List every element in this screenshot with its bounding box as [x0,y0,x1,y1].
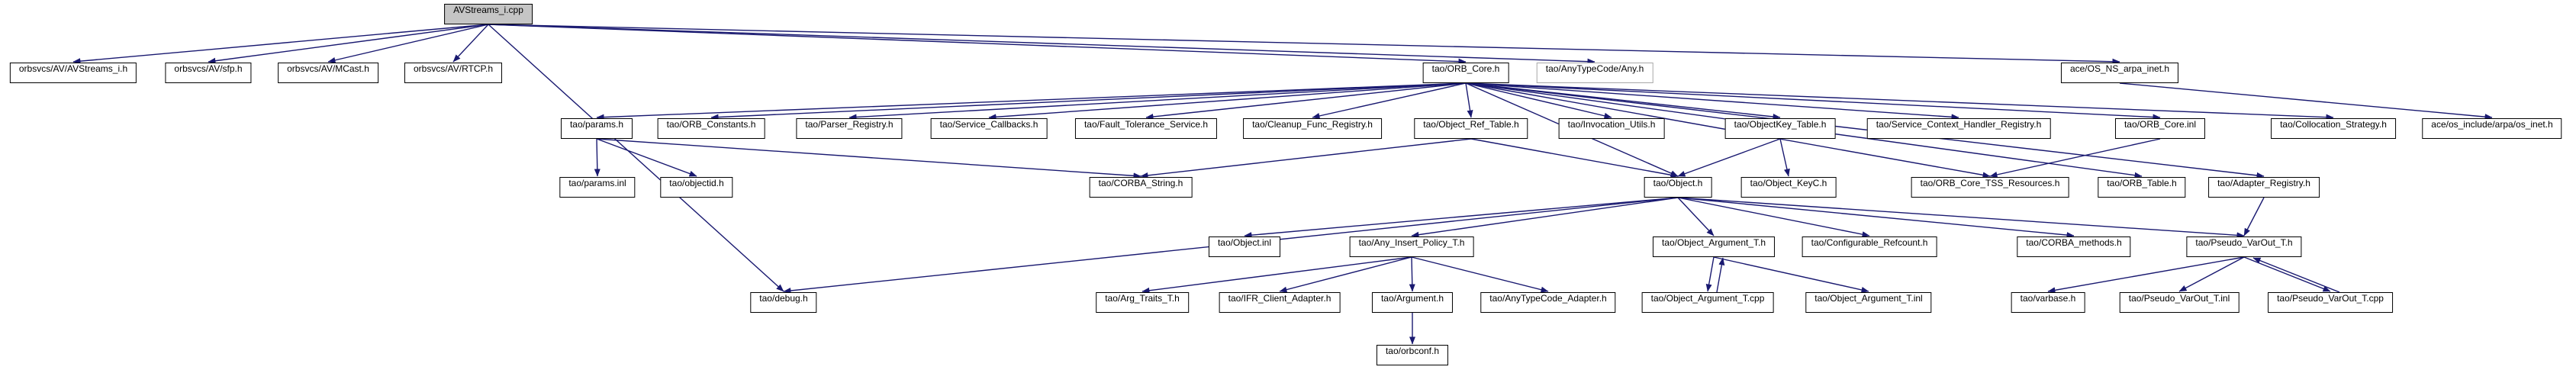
edge-orb_core_h-to-orb_core_inl [1465,82,2161,121]
graph-node-adapter_registry_h[interactable]: tao/Adapter_Registry.h [2208,177,2320,198]
graph-node-orb_core_inl[interactable]: tao/ORB_Core.inl [2114,118,2206,139]
edge-cpp-to-sfp_h [208,24,489,64]
edge-params_h-to-corba_string_h [596,138,1141,179]
graph-node-objectkey_table_h[interactable]: tao/ObjectKey_Table.h [1724,118,1836,139]
graph-node-pseudo_varout_t_inl[interactable]: tao/Pseudo_VarOut_T.inl [2119,292,2240,313]
edge-pseudo_varout_t_h-to-varbase_h [2047,256,2245,294]
edge-object_ref_table_h-to-object_h [1470,138,1679,179]
graph-node-object_h[interactable]: tao/Object.h [1644,177,1712,198]
edge-object_h-to-object_inl [1244,197,1679,239]
edge-any_insert_policy_t_h-to-arg_traits_t_h [1141,256,1412,294]
graph-node-sfp_h[interactable]: orbsvcs/AV/sfp.h [165,63,252,83]
graph-node-pseudo_varout_t_cpp[interactable]: tao/Pseudo_VarOut_T.cpp [2268,292,2393,313]
edge-orb_core_h-to-orb_constants_h [710,82,1467,121]
edge-orb_core_h-to-collocation_strategy_h [1465,82,2334,121]
graph-node-collocation_strategy_h[interactable]: tao/Collocation_Strategy.h [2271,118,2396,139]
graph-node-orb_constants_h[interactable]: tao/ORB_Constants.h [657,118,765,139]
graph-node-avstreams_i_h[interactable]: orbsvcs/AV/AVStreams_i.h [9,63,137,83]
graph-node-arg_traits_t_h[interactable]: tao/Arg_Traits_T.h [1096,292,1189,313]
edge-object_argument_t_h-to-object_argument_t_cpp [1705,256,1715,292]
graph-node-corba_methods_h[interactable]: tao/CORBA_methods.h [2017,236,2131,257]
edge-object_h-to-pseudo_varout_t_h [1677,197,2245,239]
edge-pseudo_varout_t_h-to-pseudo_varout_t_inl [2178,256,2245,292]
edge-cpp-to-os_ns_arpa_inet_h [488,24,2120,65]
edge-os_ns_arpa_inet_h-to-os_include_arpa_os_inet_h [2119,82,2493,121]
graph-node-os_ns_arpa_inet_h[interactable]: ace/OS_NS_arpa_inet.h [2060,63,2179,83]
edge-any_insert_policy_t_h-to-anytypecode_adapter_h [1411,256,1549,293]
edge-objectkey_table_h-to-object_h [1677,138,1781,177]
graph-node-fault_tolerance_service_h[interactable]: tao/Fault_Tolerance_Service.h [1074,118,1218,139]
edge-orb_core_h-to-object_ref_table_h [1465,82,1473,118]
graph-node-params_h[interactable]: tao/params.h [560,118,633,139]
graph-node-argument_h[interactable]: tao/Argument.h [1371,292,1454,313]
edge-orb_core_h-to-invocation_utils_h [1465,82,1612,119]
graph-node-service_context_handler_registry_h[interactable]: tao/Service_Context_Handler_Registry.h [1866,118,2051,139]
edge-objectkey_table_h-to-object_keyc_h [1779,138,1790,177]
graph-node-object_inl[interactable]: tao/Object.inl [1208,236,1281,257]
edge-orb_core_h-to-cleanup_func_registry_h [1312,82,1467,119]
graph-node-cpp[interactable]: AVStreams_i.cpp [444,4,533,24]
graph-node-orb_core_tss_resources_h[interactable]: tao/ORB_Core_TSS_Resources.h [1911,177,2069,198]
graph-node-objectid_h[interactable]: tao/objectid.h [660,177,733,198]
graph-node-pseudo_varout_t_h[interactable]: tao/Pseudo_VarOut_T.h [2186,236,2302,257]
edge-object_argument_t_cpp-to-object_argument_t_h [1716,257,1725,293]
edge-adapter_registry_h-to-pseudo_varout_t_h [2243,197,2265,236]
edge-object_argument_t_h-to-object_argument_t_inl [1713,256,1869,293]
graph-node-object_argument_t_h[interactable]: tao/Object_Argument_T.h [1652,236,1776,257]
graph-node-object_ref_table_h[interactable]: tao/Object_Ref_Table.h [1414,118,1528,139]
edge-pseudo_varout_t_h-to-pseudo_varout_t_cpp [2243,256,2331,292]
edge-orb_core_h-to-service_callbacks_h [988,82,1467,121]
edge-orb_core_h-to-service_context_handler_registry_h [1465,82,1959,121]
graph-node-orb_table_h[interactable]: tao/ORB_Table.h [2098,177,2186,198]
edge-orb_core_h-to-fault_tolerance_service_h [1145,82,1467,120]
graph-node-varbase_h[interactable]: tao/varbase.h [2011,292,2085,313]
graph-node-parser_registry_h[interactable]: tao/Parser_Registry.h [796,118,903,139]
graph-node-anytypecode_adapter_h[interactable]: tao/AnyTypeCode_Adapter.h [1480,292,1616,313]
graph-node-object_argument_t_cpp[interactable]: tao/Object_Argument_T.cpp [1641,292,1774,313]
edge-params_h-to-objectid_h [596,138,697,177]
edge-object_h-to-object_argument_t_h [1677,197,1715,236]
graph-node-invocation_utils_h[interactable]: tao/Invocation_Utils.h [1558,118,1665,139]
graph-node-configurable_refcount_h[interactable]: tao/Configurable_Refcount.h [1802,236,1937,257]
graph-node-object_keyc_h[interactable]: tao/Object_KeyC.h [1740,177,1837,198]
edge-any_insert_policy_t_h-to-ifr_client_adapter_h [1279,256,1412,293]
edge-cpp-to-rtcp_h [452,24,489,63]
edge-pseudo_varout_t_cpp-to-pseudo_varout_t_h [2252,257,2340,293]
graph-node-params_inl[interactable]: tao/params.inl [559,177,636,198]
graph-node-orbconf_h[interactable]: tao/orbconf.h [1376,345,1449,365]
graph-node-mcast_h[interactable]: orbsvcs/AV/MCast.h [278,63,378,83]
graph-node-orb_core_h[interactable]: tao/ORB_Core.h [1422,63,1509,83]
edge-orb_core_h-to-params_h [596,82,1467,121]
edge-object_h-to-any_insert_policy_t_h [1411,197,1679,238]
graph-node-os_include_arpa_os_inet_h[interactable]: ace/os_include/arpa/os_inet.h [2422,118,2562,139]
edge-orb_core_h-to-adapter_registry_h [1465,82,2265,179]
graph-node-any_h[interactable]: tao/AnyTypeCode/Any.h [1536,63,1653,83]
edge-cpp-to-orb_core_h [488,24,1467,65]
graph-node-service_callbacks_h[interactable]: tao/Service_Callbacks.h [930,118,1048,139]
edge-cpp-to-debug_h [488,24,784,292]
edge-cpp-to-any_h [488,24,1596,65]
edge-orb_core_h-to-parser_registry_h [848,82,1467,121]
graph-node-ifr_client_adapter_h[interactable]: tao/IFR_Client_Adapter.h [1219,292,1341,313]
edge-object_h-to-corba_methods_h [1677,197,2075,239]
graph-node-rtcp_h[interactable]: orbsvcs/AV/RTCP.h [404,63,503,83]
edge-object_ref_table_h-to-corba_string_h [1140,138,1472,179]
graph-node-any_insert_policy_t_h[interactable]: tao/Any_Insert_Policy_T.h [1349,236,1474,257]
graph-node-object_argument_t_inl[interactable]: tao/Object_Argument_T.inl [1805,292,1932,313]
graph-node-corba_string_h[interactable]: tao/CORBA_String.h [1089,177,1193,198]
edge-cpp-to-avstreams_i_h [72,24,489,65]
graph-node-debug_h[interactable]: tao/debug.h [750,292,817,313]
graph-node-cleanup_func_registry_h[interactable]: tao/Cleanup_Func_Registry.h [1243,118,1382,139]
edge-cpp-to-mcast_h [327,24,489,63]
edge-orb_core_inl-to-orb_core_tss_resources_h [1989,138,2161,178]
edge-object_h-to-configurable_refcount_h [1677,197,1870,238]
